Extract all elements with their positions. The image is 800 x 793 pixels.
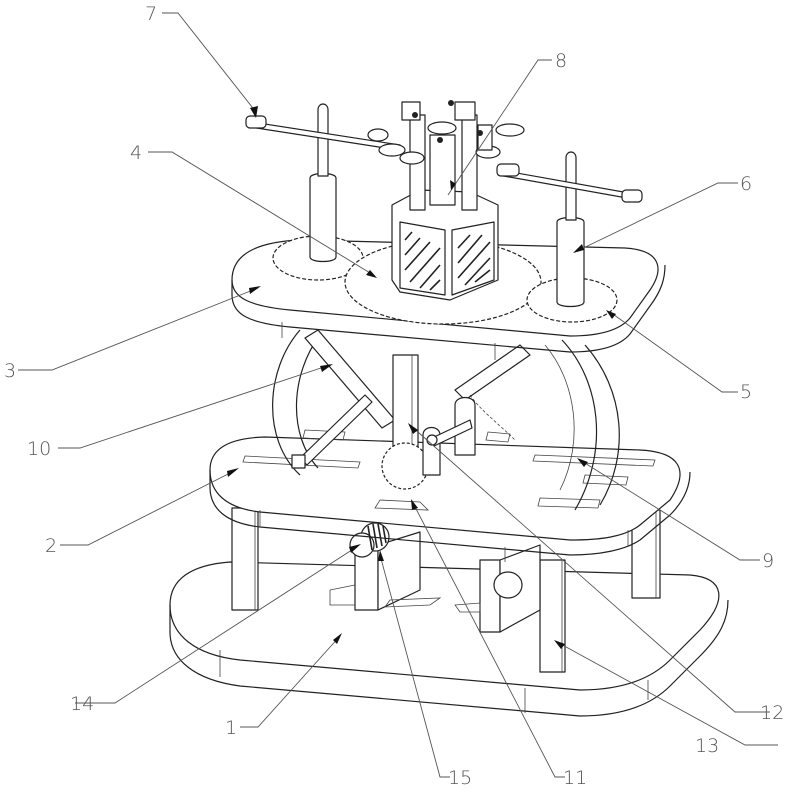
leader-lines [18,12,778,778]
label-4: 4 [130,142,142,164]
right-column [556,151,585,308]
label-3: 3 [4,360,16,382]
motor-bracket [329,531,541,633]
label-7: 7 [145,3,157,25]
label-6: 6 [740,173,752,195]
label-10: 10 [27,438,51,460]
clamp-head-assembly [391,100,525,301]
label-12: 12 [760,702,784,724]
middle-plate [209,429,691,562]
knob[interactable] [349,522,390,558]
central-column [392,354,419,451]
reference-numerals: 7 8 4 6 3 5 10 9 2 12 14 1 13 15 11 [4,3,784,789]
base-plate [169,561,729,717]
label-13: 13 [695,735,719,757]
label-8: 8 [555,50,567,72]
bearing-block [422,396,476,476]
label-11: 11 [563,767,587,789]
scissor-link [291,329,531,469]
label-14: 14 [70,693,94,715]
label-15: 15 [448,767,472,789]
left-column [309,103,337,263]
curved-guide-arcs [272,329,620,511]
label-5: 5 [740,381,752,403]
label-1: 1 [225,717,237,739]
label-9: 9 [762,550,774,572]
cross-arms[interactable] [245,115,643,203]
label-2: 2 [45,535,57,557]
